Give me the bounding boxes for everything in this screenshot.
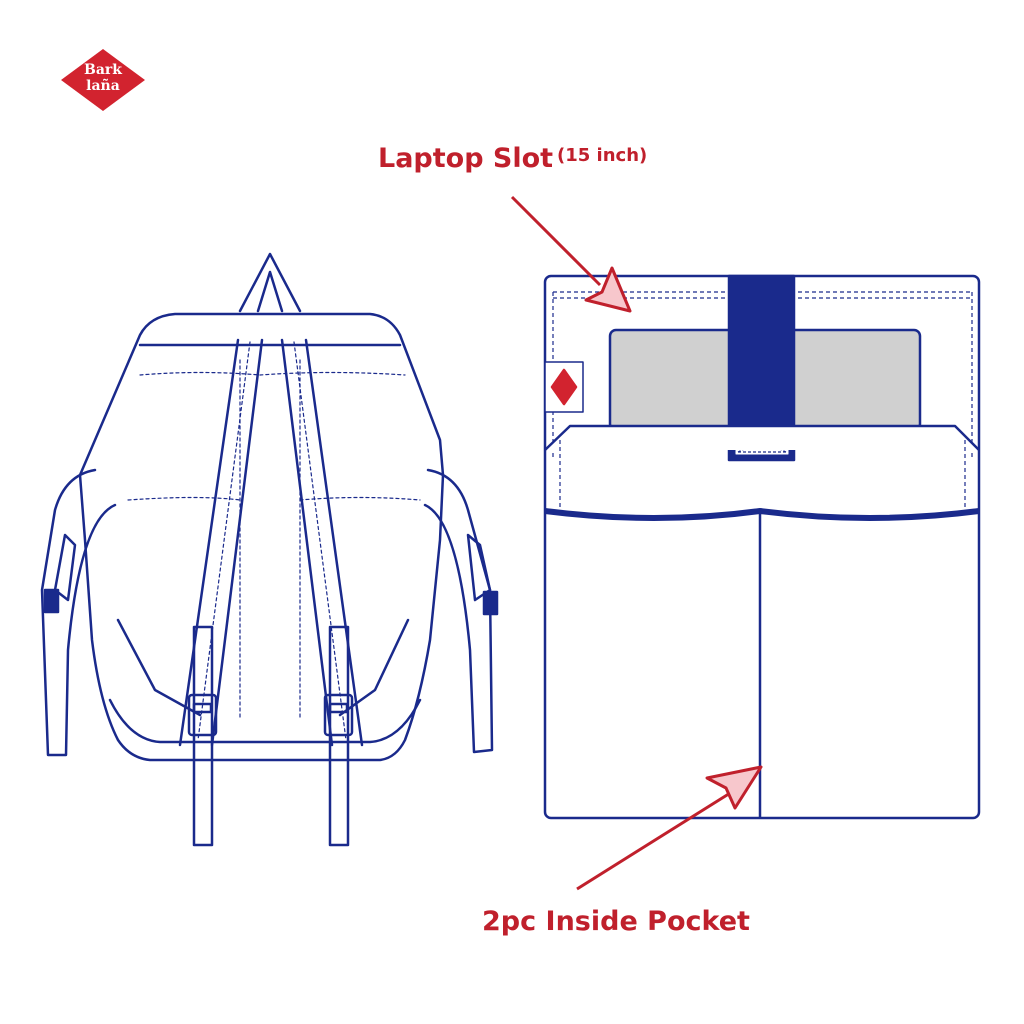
- laptop-arrow-line: [510, 195, 602, 287]
- right-shoulder-strap: [280, 338, 334, 747]
- laptop-slot-label: Laptop Slot: [378, 143, 554, 174]
- inside-pocket-label: 2pc Inside Pocket: [482, 906, 750, 937]
- logo-text: Bark laña: [61, 62, 145, 94]
- backpack-body: [78, 312, 445, 762]
- top-handle: [238, 252, 302, 313]
- logo-line-1: Bark: [84, 62, 122, 78]
- pocket-arrowhead: [705, 765, 763, 810]
- logo-diamond-icon: [61, 49, 145, 111]
- logo-line-2: laña: [86, 78, 120, 94]
- left-shoulder-strap: [178, 338, 240, 747]
- laptop-size-label: (15 inch): [557, 145, 648, 166]
- brand-logo: Bark laña: [61, 49, 145, 111]
- right-side-pocket: [423, 468, 494, 754]
- front-pocket: [544, 424, 980, 451]
- pocket-arrow-line: [576, 788, 736, 891]
- laptop-arrowhead: [584, 266, 632, 313]
- left-side-pocket: [40, 468, 117, 757]
